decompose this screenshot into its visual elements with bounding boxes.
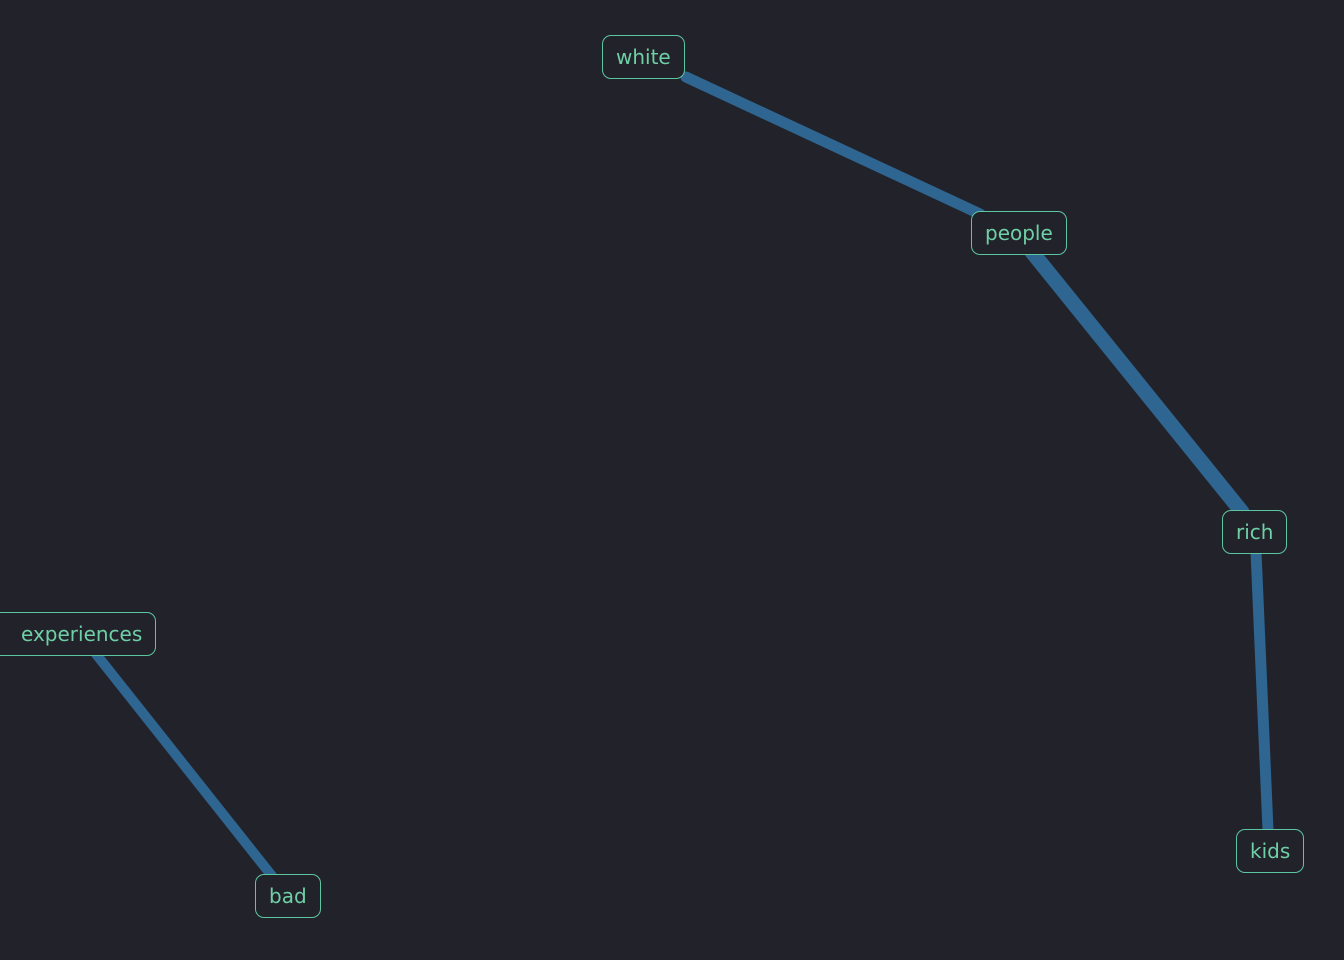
node-bad[interactable]: bad — [255, 874, 321, 918]
edge-rich-kids — [1250, 546, 1274, 836]
node-white[interactable]: white — [602, 35, 685, 79]
node-experiences[interactable]: experiences — [0, 612, 157, 656]
node-kids[interactable]: kids — [1236, 829, 1305, 873]
node-rich[interactable]: rich — [1222, 510, 1288, 554]
node-people[interactable]: people — [971, 211, 1067, 255]
edge-white-people — [680, 71, 986, 220]
edge-experiences-bad — [91, 649, 277, 881]
edge-people-rich — [1024, 244, 1250, 520]
